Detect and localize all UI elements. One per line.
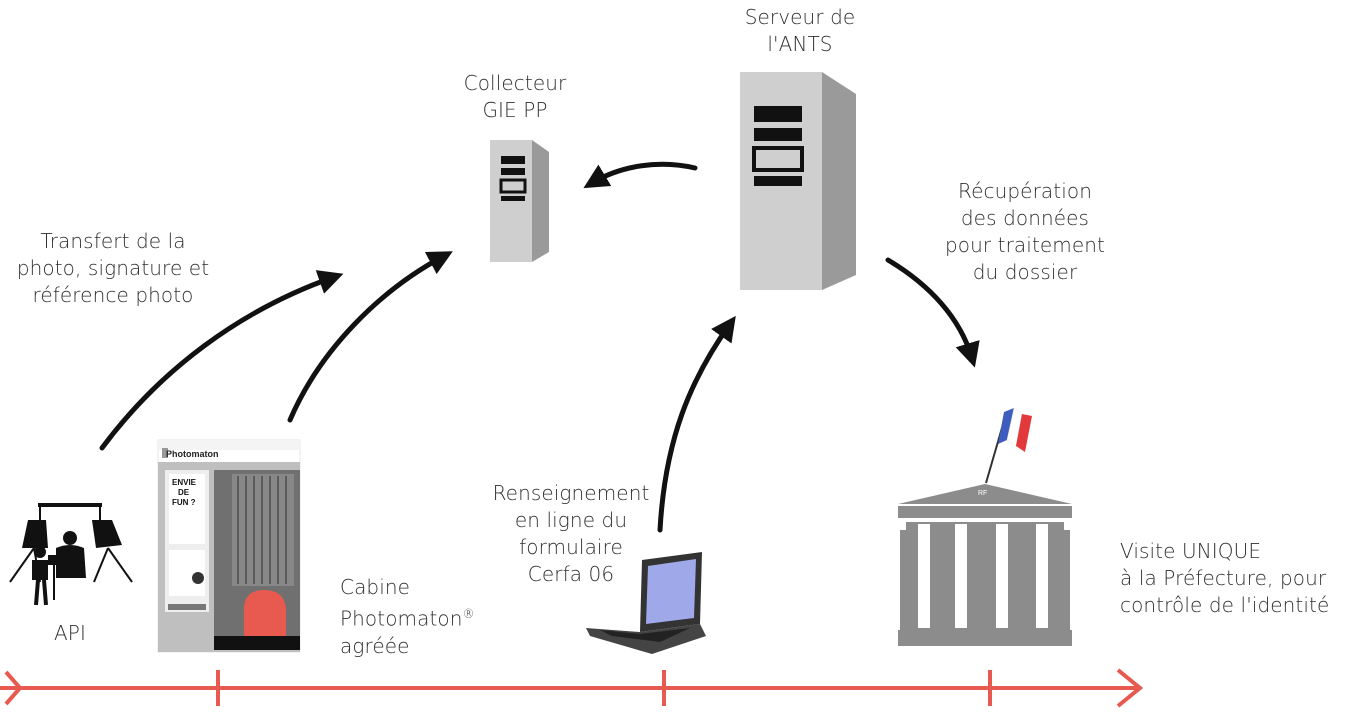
timeline — [0, 668, 1144, 708]
label-line: en ligne du — [514, 508, 628, 532]
label-line: référence photo — [32, 283, 194, 307]
label-line: formulaire — [519, 535, 623, 559]
arrow-laptop-to-ants — [657, 315, 736, 533]
booth-seat — [244, 590, 286, 640]
arrow-ants-to-collector — [583, 161, 698, 189]
poster-line: FUN ? — [172, 498, 196, 507]
registered-mark: ® — [462, 607, 475, 621]
prefecture-building-icon — [898, 407, 1072, 646]
label-line: à la Préfecture, pour — [1120, 566, 1327, 590]
server-icon — [490, 140, 549, 262]
label-line: Visite UNIQUE — [1120, 539, 1262, 563]
ants-server-label: Serveur de l'ANTS — [730, 4, 870, 58]
collector-label: Collecteur GIE PP — [455, 70, 575, 124]
poster-line: ENVIE — [172, 478, 197, 487]
label-line: agréée — [340, 633, 410, 658]
server-icon — [740, 72, 856, 290]
online-form-label: Renseignement en ligne du formulaire Cer… — [486, 480, 656, 588]
booth-label: Cabine Photomaton® agréée — [340, 574, 480, 660]
booth-brand: Photomaton — [166, 449, 219, 459]
booth-poster: ENVIE DE FUN ? — [172, 478, 196, 508]
pediment-text: RF — [978, 490, 988, 497]
label-line: des données — [960, 206, 1090, 230]
french-flag-icon — [998, 407, 1032, 452]
label-text: Photomaton — [340, 606, 463, 631]
label-line: GIE PP — [482, 98, 548, 122]
label-line: Serveur de — [744, 5, 856, 29]
label-line: Collecteur — [463, 71, 567, 95]
label-line: photo, signature et — [16, 256, 210, 280]
timeline-end-arrow — [1116, 668, 1144, 708]
arrow-api-to-collector — [99, 270, 344, 451]
label-line: du dossier — [972, 260, 1078, 284]
api-label: API — [54, 621, 86, 645]
label-line: pour traitement — [944, 233, 1105, 257]
poster-line: DE — [178, 488, 190, 497]
label-line: Renseignement — [492, 481, 650, 505]
flow-arrows — [99, 161, 980, 533]
label-line: Cabine — [340, 575, 411, 599]
arrow-ants-to-prefecture — [885, 257, 980, 368]
label-line: Transfert de la — [40, 229, 186, 253]
visit-label: Visite UNIQUE à la Préfecture, pour cont… — [1120, 538, 1346, 619]
label-line: contrôle de l'identité — [1120, 593, 1330, 617]
transfer-label: Transfert de la photo, signature et réfé… — [8, 228, 218, 309]
arrow-booth-to-collector — [287, 251, 453, 423]
label-line: Cerfa 06 — [527, 562, 615, 586]
photo-booth-icon — [157, 439, 301, 653]
label-line: l'ANTS — [767, 32, 833, 56]
recovery-label: Récupération des données pour traitement… — [940, 178, 1110, 286]
photographer-icon — [9, 503, 133, 606]
label-line: Photomaton® — [340, 601, 480, 633]
laptop-icon — [586, 552, 706, 654]
timeline-start-chevron — [4, 670, 23, 706]
label-line: Récupération — [958, 179, 1092, 203]
